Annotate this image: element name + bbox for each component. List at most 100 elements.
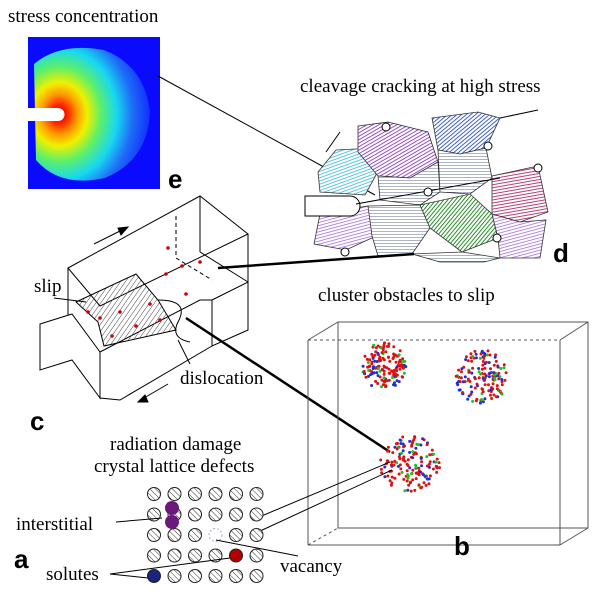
cluster-atom xyxy=(480,367,484,371)
cluster-atom xyxy=(414,446,418,450)
cluster-atom xyxy=(492,393,496,397)
panel-c-letter: c xyxy=(30,406,44,436)
cluster-atom xyxy=(435,457,439,461)
cluster-atom xyxy=(395,369,399,373)
lattice-atom xyxy=(188,507,202,522)
panel-b-letter: b xyxy=(454,531,470,561)
panel-e-letter: e xyxy=(168,164,182,194)
cluster-atom xyxy=(415,442,419,446)
cluster-atom xyxy=(397,353,401,357)
cluster-atom xyxy=(401,449,405,453)
cluster-atom xyxy=(380,385,383,389)
cluster-atom xyxy=(419,457,423,460)
cluster-atom xyxy=(392,463,396,467)
cluster-atom xyxy=(387,342,391,346)
cluster-atom xyxy=(376,366,380,370)
cluster-atom xyxy=(386,474,390,478)
cluster-atom xyxy=(376,382,380,385)
interstitial-leader xyxy=(115,517,163,523)
cluster-atom xyxy=(377,359,381,363)
cluster-atom xyxy=(401,375,405,379)
cluster-atom xyxy=(500,378,504,381)
cluster-atom xyxy=(483,362,487,366)
cluster-atom xyxy=(372,343,376,347)
cluster-atom xyxy=(406,473,410,477)
cluster-atom xyxy=(496,374,500,378)
slip-block xyxy=(39,195,249,401)
lattice-atom xyxy=(167,487,182,501)
cluster-atom xyxy=(469,385,473,389)
radiation-damage-label: radiation damage xyxy=(110,434,241,455)
cluster-atom xyxy=(371,367,375,371)
cluster-atom xyxy=(385,459,389,463)
cluster-atom xyxy=(388,359,392,363)
cluster-atom xyxy=(471,399,475,403)
lattice-atom xyxy=(229,528,243,542)
cluster-atom xyxy=(403,489,407,493)
cluster-atom xyxy=(488,371,492,375)
dislocation-leader xyxy=(177,339,191,365)
cluster-atom xyxy=(502,366,506,370)
lattice-atom xyxy=(167,569,182,583)
vacancy-label: vacancy xyxy=(280,556,343,577)
cluster-atom xyxy=(364,375,368,379)
cluster-atom xyxy=(425,443,429,447)
cluster-atom xyxy=(425,455,429,459)
cluster-atom xyxy=(420,464,423,468)
cluster-atom xyxy=(408,439,412,443)
cluster-atom xyxy=(382,376,386,380)
cluster-atom xyxy=(392,355,396,359)
lattice-atom xyxy=(208,569,223,583)
cluster-atom xyxy=(488,353,492,357)
cluster-atom xyxy=(384,350,388,354)
cluster-atom xyxy=(383,475,387,479)
cluster-atom xyxy=(497,371,501,375)
solutes-label: solutes xyxy=(46,564,99,585)
cluster-atom xyxy=(500,383,504,387)
cluster-atom xyxy=(493,378,497,382)
cluster-atom xyxy=(500,392,504,396)
cluster-atom xyxy=(381,383,385,387)
cluster-atom xyxy=(499,367,503,370)
cluster-atom xyxy=(504,371,508,375)
cluster-atom xyxy=(481,400,485,404)
cluster-atom xyxy=(471,366,475,370)
cluster-atom xyxy=(478,401,482,405)
cluster-atom xyxy=(406,464,410,467)
cluster-atom xyxy=(474,356,478,360)
cluster-atom xyxy=(400,470,404,474)
cluster-atom xyxy=(469,352,473,356)
cluster-atom xyxy=(398,358,402,362)
cluster-atom xyxy=(408,466,412,470)
cluster-atom xyxy=(464,358,468,362)
cluster-atom xyxy=(395,379,399,383)
cluster-atom xyxy=(375,360,379,363)
cluster-atom xyxy=(477,370,481,374)
vacancy-site xyxy=(208,528,223,542)
cluster-atom xyxy=(457,388,461,392)
cluster-atom xyxy=(467,370,471,374)
cluster-atom xyxy=(428,453,432,457)
cluster-atom xyxy=(475,397,479,401)
cluster-atom xyxy=(393,476,397,480)
cluster-atom xyxy=(461,380,465,384)
cluster-atom xyxy=(390,460,394,464)
cluster-atom xyxy=(486,383,490,387)
cluster-atom xyxy=(502,363,506,367)
slip-label: slip xyxy=(34,276,61,297)
cluster-atom xyxy=(434,460,438,464)
cluster-atom xyxy=(394,360,398,364)
cluster-atom xyxy=(387,378,391,382)
cluster-atom xyxy=(435,466,439,470)
cluster-atom xyxy=(457,368,461,372)
lattice-atom xyxy=(167,548,182,563)
cluster-atom xyxy=(370,384,374,387)
cluster-atom xyxy=(494,359,498,363)
cluster-atom xyxy=(376,351,380,355)
cluster-atom xyxy=(422,481,426,485)
solute-atom-red xyxy=(229,548,243,563)
lattice-atom xyxy=(188,548,202,563)
cluster-atom xyxy=(491,382,495,386)
grain-structure xyxy=(304,109,549,263)
